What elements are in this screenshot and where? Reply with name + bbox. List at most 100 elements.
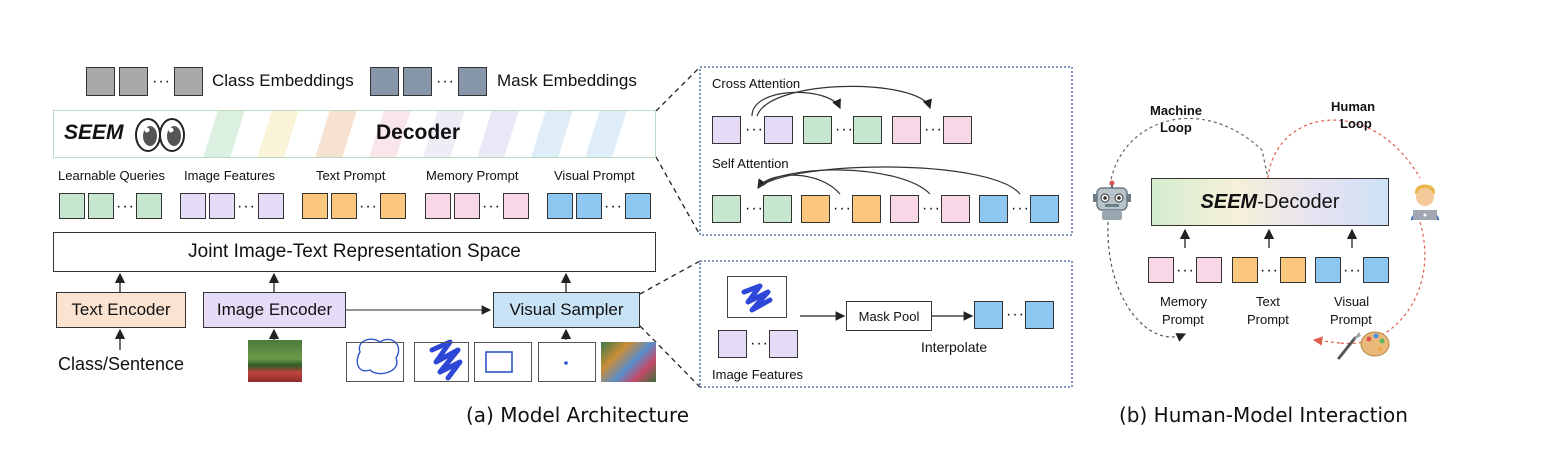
query-square: [547, 193, 573, 219]
prompt-square: [1280, 257, 1306, 283]
sampler-panel-border: [699, 260, 1073, 388]
decoder-label: Decoder: [376, 121, 461, 144]
ellipsis: ···: [745, 121, 764, 138]
visual-sampler-block: Visual Sampler: [493, 292, 640, 328]
decoder-block: [53, 110, 656, 158]
query-square: [180, 193, 206, 219]
interpolate-label: Interpolate: [921, 339, 988, 355]
human-loop-line2: Loop: [1340, 116, 1372, 131]
mask-embedding-square: [458, 67, 487, 96]
joint-space-label: Joint Image-Text Representation Space: [188, 241, 521, 262]
prompt-square: [1232, 257, 1258, 283]
query-group-label: Learnable Queries: [58, 168, 165, 183]
query-group-label: Visual Prompt: [554, 168, 635, 183]
ellipsis: ···: [237, 198, 256, 215]
attention-panel-border: [699, 66, 1073, 236]
query-square: [88, 193, 114, 219]
text-encoder-label: Text Encoder: [71, 300, 171, 319]
box-icon: [485, 351, 513, 373]
mask-thumb: [727, 276, 787, 318]
query-square: [258, 193, 284, 219]
class-embedding-square: [86, 67, 115, 96]
visual-prompt-thumb: [414, 342, 469, 382]
prompt-label: Visual: [1334, 294, 1370, 309]
ellipsis: ···: [1011, 200, 1030, 217]
attn-square: [712, 195, 741, 223]
query-square: [136, 193, 162, 219]
machine-loop-line2: Loop: [1160, 120, 1192, 135]
input-image: [248, 340, 302, 382]
attn-square: [943, 116, 972, 144]
self-attention-label: Self Attention: [712, 156, 789, 171]
image-encoder-label: Image Encoder: [216, 300, 333, 319]
prompt-label: Prompt: [1330, 312, 1372, 327]
scribble-icon: [741, 283, 773, 313]
feature-square: [769, 330, 798, 358]
mask-embedding-square: [370, 67, 399, 96]
ellipsis: ···: [922, 200, 941, 217]
ellipsis: ···: [1260, 262, 1279, 279]
attn-square: [803, 116, 832, 144]
ellipsis: ···: [1006, 306, 1025, 323]
attn-square: [892, 116, 921, 144]
query-square: [59, 193, 85, 219]
query-group-label: Memory Prompt: [426, 168, 519, 183]
mask-embeddings-label: Mask Embeddings: [497, 71, 637, 90]
attn-square: [941, 195, 970, 223]
decoder-stripes: [203, 110, 627, 158]
ellipsis: ···: [482, 198, 501, 215]
ellipsis: ···: [152, 73, 171, 90]
prompt-label: Prompt: [1162, 312, 1204, 327]
blob-outline-icon: [356, 338, 400, 375]
ellipsis: ···: [750, 335, 769, 352]
attn-square: [979, 195, 1008, 223]
query-square: [331, 193, 357, 219]
query-group-label: Text Prompt: [316, 168, 386, 183]
image-features-label: Image Features: [712, 367, 804, 382]
decoder-brand: SEEM: [64, 121, 124, 144]
ellipsis: ···: [359, 198, 378, 215]
visual-prompt-thumb: [346, 342, 404, 382]
mask-pool-label: Mask Pool: [858, 308, 920, 324]
attn-square: [853, 116, 882, 144]
query-square: [209, 193, 235, 219]
prompt-square: [1363, 257, 1389, 283]
attn-square: [801, 195, 830, 223]
attn-square: [890, 195, 919, 223]
ellipsis: ···: [116, 198, 135, 215]
query-square: [302, 193, 328, 219]
painted-image: [601, 342, 656, 382]
ellipsis: ···: [436, 73, 455, 90]
class-sentence-label: Class/Sentence: [58, 354, 185, 374]
ellipsis: ···: [1176, 262, 1195, 279]
machine-loop-line1: Machine: [1150, 103, 1203, 118]
prompt-square: [1315, 257, 1341, 283]
visual-prompt-thumb: [474, 342, 532, 382]
prompt-label: Memory: [1160, 294, 1207, 309]
person-laptop-icon: [1405, 180, 1445, 227]
prompt-square: [1148, 257, 1174, 283]
image-encoder-block: Image Encoder: [203, 292, 346, 328]
ellipsis: ···: [745, 200, 764, 217]
attn-square: [764, 116, 793, 144]
query-square: [625, 193, 651, 219]
attn-square: [763, 195, 792, 223]
seem-decoder-block: SEEM-Decoder: [1151, 178, 1389, 226]
seem-decoder-suffix: -Decoder: [1257, 190, 1340, 213]
sample-square: [974, 301, 1003, 329]
seem-decoder-brand: SEEM: [1200, 190, 1258, 213]
class-embedding-square: [119, 67, 148, 96]
ellipsis: ···: [833, 200, 852, 217]
robot-icon: [1092, 180, 1132, 227]
class-embedding-square: [174, 67, 203, 96]
query-square: [454, 193, 480, 219]
query-square: [380, 193, 406, 219]
feature-square: [718, 330, 747, 358]
prompt-square: [1196, 257, 1222, 283]
point-icon: [564, 361, 568, 365]
attn-square: [712, 116, 741, 144]
attn-square: [852, 195, 881, 223]
class-embeddings-label: Class Embeddings: [212, 71, 354, 90]
human-loop-line1: Human: [1331, 99, 1376, 114]
